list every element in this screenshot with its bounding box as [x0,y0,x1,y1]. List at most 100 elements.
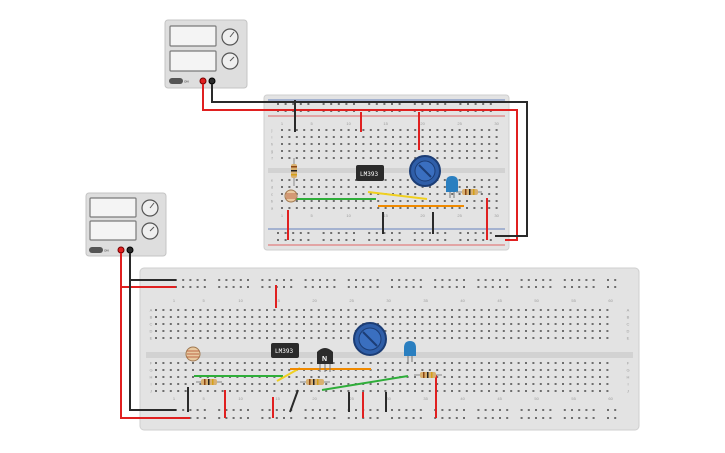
breadboard-hole[interactable] [547,390,550,392]
breadboard-hole[interactable] [325,383,328,385]
breadboard-hole[interactable] [369,136,372,138]
breadboard-hole[interactable] [547,362,550,364]
wires-left-psu[interactable] [120,253,190,419]
breadboard-hole[interactable] [399,362,402,364]
breadboard-hole[interactable] [451,200,454,202]
breadboard-hole[interactable] [585,286,588,288]
breadboard-hole[interactable] [369,316,372,318]
breadboard-hole[interactable] [554,316,557,318]
breadboard-hole[interactable] [288,337,291,339]
breadboard-hole[interactable] [310,309,313,311]
breadboard-hole[interactable] [251,316,254,318]
breadboard-hole[interactable] [288,362,291,364]
breadboard-hole[interactable] [414,186,417,188]
breadboard-hole[interactable] [458,323,461,325]
breadboard-hole[interactable] [184,330,187,332]
breadboard-hole[interactable] [532,369,535,371]
wire-black[interactable] [129,253,176,411]
breadboard-hole[interactable] [325,150,328,152]
breadboard-hole[interactable] [375,239,378,241]
breadboard-hole[interactable] [421,186,424,188]
breadboard-hole[interactable] [477,286,480,288]
breadboard-hole[interactable] [317,316,320,318]
breadboard-hole[interactable] [412,279,415,281]
breadboard-hole[interactable] [488,383,490,385]
breadboard-hole[interactable] [303,193,306,195]
breadboard-hole[interactable] [225,286,228,288]
breadboard-hole[interactable] [436,376,439,378]
breadboard-hole[interactable] [399,323,402,325]
breadboard-hole[interactable] [569,309,572,311]
breadboard-hole[interactable] [506,286,509,288]
breadboard-hole[interactable] [369,279,372,281]
breadboard-hole[interactable] [347,286,350,288]
breadboard-hole[interactable] [295,157,298,159]
breadboard-hole[interactable] [284,103,287,105]
breadboard-hole[interactable] [251,330,254,332]
breadboard-hole[interactable] [288,136,291,138]
breadboard-hole[interactable] [491,409,494,411]
breadboard-hole[interactable] [569,390,572,392]
breadboard-hole[interactable] [606,369,609,371]
breadboard-hole[interactable] [436,143,439,145]
breadboard-hole[interactable] [535,286,537,288]
breadboard-hole[interactable] [413,239,416,241]
breadboard-hole[interactable] [421,337,424,339]
breadboard-hole[interactable] [330,232,333,234]
breadboard-hole[interactable] [465,309,468,311]
breadboard-hole[interactable] [484,286,487,288]
breadboard-hole[interactable] [429,207,431,209]
breadboard-hole[interactable] [258,383,261,385]
breadboard-hole[interactable] [547,309,550,311]
breadboard-hole[interactable] [266,383,268,385]
breadboard-hole[interactable] [480,157,483,159]
breadboard-hole[interactable] [542,286,545,288]
breadboard-hole[interactable] [441,409,444,411]
breadboard-hole[interactable] [303,383,305,385]
breadboard-hole[interactable] [451,193,454,195]
breadboard-hole[interactable] [273,316,276,318]
breadboard-hole[interactable] [466,186,468,188]
breadboard-hole[interactable] [288,157,291,159]
breadboard-hole[interactable] [510,337,513,339]
breadboard-hole[interactable] [311,286,314,288]
breadboard-hole[interactable] [196,279,199,281]
breadboard-hole[interactable] [206,362,209,364]
breadboard-hole[interactable] [406,337,409,339]
breadboard-hole[interactable] [318,143,320,145]
breadboard-hole[interactable] [495,179,498,181]
breadboard-hole[interactable] [547,323,550,325]
positive-terminal[interactable] [117,246,125,254]
breadboard-hole[interactable] [332,207,335,209]
breadboard-hole[interactable] [277,103,279,105]
breadboard-hole[interactable] [275,417,278,419]
breadboard-hole[interactable] [399,193,402,195]
positive-terminal[interactable] [199,77,207,85]
breadboard-hole[interactable] [607,279,609,281]
breadboard-hole[interactable] [384,143,387,145]
breadboard-hole[interactable] [428,316,431,318]
breadboard-hole[interactable] [340,309,342,311]
breadboard-hole[interactable] [614,417,617,419]
breadboard-hole[interactable] [203,417,206,419]
led[interactable] [404,341,416,362]
breadboard-hole[interactable] [576,330,579,332]
breadboard-hole[interactable] [155,376,157,378]
breadboard-hole[interactable] [455,286,458,288]
breadboard-hole[interactable] [510,376,513,378]
breadboard-hole[interactable] [436,200,439,202]
breadboard-hole[interactable] [199,330,202,332]
breadboard-hole[interactable] [451,383,453,385]
breadboard-hole[interactable] [495,136,498,138]
breadboard-hole[interactable] [243,316,246,318]
breadboard-hole[interactable] [451,323,453,325]
breadboard-hole[interactable] [549,279,552,281]
breadboard-hole[interactable] [384,376,387,378]
breadboard-hole[interactable] [196,286,199,288]
breadboard-hole[interactable] [369,143,372,145]
breadboard-hole[interactable] [517,369,520,371]
breadboard-hole[interactable] [325,316,328,318]
breadboard-hole[interactable] [398,409,401,411]
breadboard-hole[interactable] [599,376,601,378]
